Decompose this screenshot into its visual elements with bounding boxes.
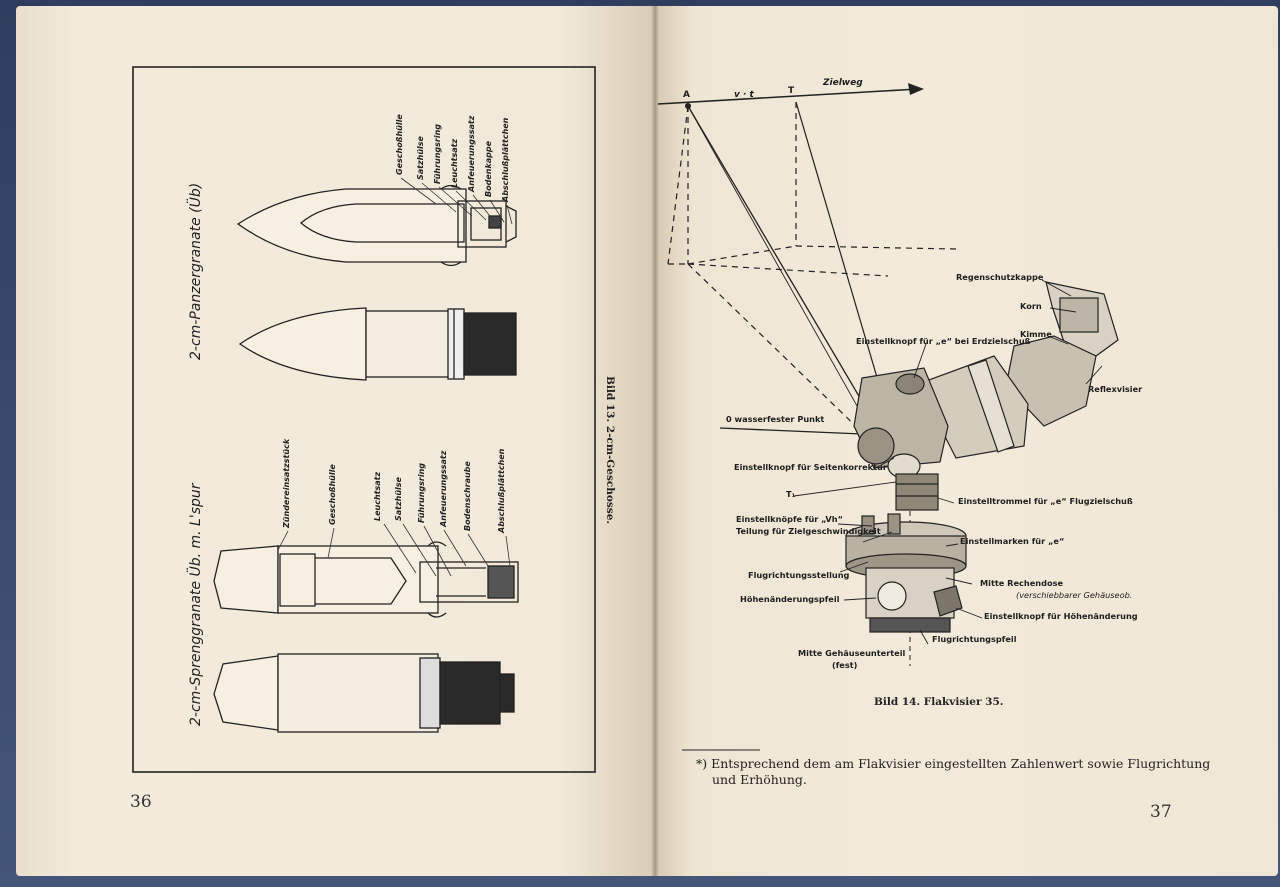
- zielweg-label: Zielweg: [823, 78, 863, 88]
- page-number: 36: [130, 792, 152, 812]
- t1-label: T₁: [786, 489, 796, 499]
- flakvisier-figure: [657, 83, 1119, 751]
- footnote-line-1: *) Entsprechend dem am Flakvisier einges…: [696, 756, 1211, 771]
- point-a-label: A: [683, 90, 690, 100]
- point-t-label: T: [788, 86, 795, 96]
- label-wasserfester-punkt: 0 wasserfester Punkt: [726, 414, 825, 424]
- label-mitte-gehaeuse: Mitte Gehäuseunterteil: [798, 648, 906, 658]
- spreng-part-label: Geschoßhülle: [328, 464, 337, 525]
- left-page: Geschoßhülle Satzhülse Führungsring Leuc…: [16, 6, 656, 876]
- panzer-part-label: Satzhülse: [416, 136, 425, 180]
- panzer-part-label: Führungsring: [433, 123, 442, 184]
- book-gutter: [651, 6, 659, 876]
- page-number: 37: [1150, 802, 1172, 822]
- flakvisier-instrument-drawing: [845, 281, 1119, 633]
- label-seitenkorrektur: Einstellknopf für Seitenkorrektur: [734, 462, 887, 472]
- label-flugrichtungsstellung: Flugrichtungsstellung: [748, 570, 850, 580]
- panzergranate-exterior-drawing: [238, 307, 517, 381]
- sprenggranate-exterior-drawing: [213, 653, 515, 733]
- panzer-part-label: Abschlußplättchen: [501, 117, 510, 202]
- label-einstellmarken: Einstellmarken für „e“: [960, 536, 1065, 546]
- label-teilung: Teilung für Zielgeschwindigkeit: [736, 526, 881, 536]
- footnote-line-2: und Erhöhung.: [712, 772, 807, 787]
- sprenggranate-title: 2-cm-Sprenggranate Üb. m. L'spur: [188, 483, 204, 726]
- figure-caption-13: Bild 13. 2-cm-Geschosse.: [604, 376, 616, 525]
- panzergranate-section-drawing: [236, 184, 517, 267]
- panzer-part-label: Leuchtsatz: [450, 138, 459, 188]
- label-einstellknopf-hoehe: Einstellknopf für Höhenänderung: [984, 611, 1138, 621]
- label-mitte-rechendose: Mitte Rechendose: [980, 578, 1064, 588]
- spreng-part-label: Satzhülse: [394, 477, 403, 521]
- figure-caption-14: Bild 14. Flakvisier 35.: [874, 696, 1004, 708]
- panzer-part-label: Geschoßhülle: [395, 114, 404, 175]
- label-einstellknopf-e: Einstellknopf für „e“ bei Erdzielschuß: [856, 336, 1031, 346]
- panzer-part-label: Bodenkappe: [484, 140, 493, 197]
- label-regenschutzkappe: Regenschutzkappe: [956, 272, 1044, 282]
- label-reflexvisier: Reflexvisier: [1088, 384, 1143, 394]
- spreng-part-label: Bodenschraube: [463, 461, 472, 531]
- label-kimme: Kimme: [1020, 329, 1052, 339]
- label-fest: (fest): [832, 660, 858, 670]
- spreng-part-label: Anfeuerungssatz: [439, 450, 448, 527]
- spreng-part-label: Leuchtsatz: [373, 471, 382, 521]
- panzergranate-title: 2-cm-Panzergranate (Üb): [188, 182, 204, 360]
- projectile-figure: [132, 66, 596, 773]
- right-page: A v · t T Zielweg T₁ Regenschutzkappe Ko…: [656, 6, 1278, 876]
- spreng-part-label: Führungsring: [417, 462, 426, 523]
- vt-label: v · t: [734, 90, 754, 100]
- sprenggranate-section-drawing: [213, 541, 519, 618]
- panzer-part-label: Anfeuerungssatz: [467, 115, 476, 192]
- label-korn: Korn: [1020, 301, 1042, 311]
- spreng-part-label: Abschlußplättchen: [497, 448, 506, 533]
- label-verschiebbarer: (verschiebbarer Gehäuseob.: [1016, 590, 1133, 600]
- label-flugrichtungspfeil: Flugrichtungspfeil: [932, 634, 1017, 644]
- spreng-part-label: Zündereinsatzstück: [282, 438, 291, 528]
- label-einstelltrommel: Einstelltrommel für „e“ Flugzielschuß: [958, 496, 1133, 506]
- label-einstellknoepfe-vh: Einstellknöpfe für „Vh“: [736, 514, 843, 524]
- label-hoehenaenderungspfeil: Höhenänderungspfeil: [740, 594, 840, 604]
